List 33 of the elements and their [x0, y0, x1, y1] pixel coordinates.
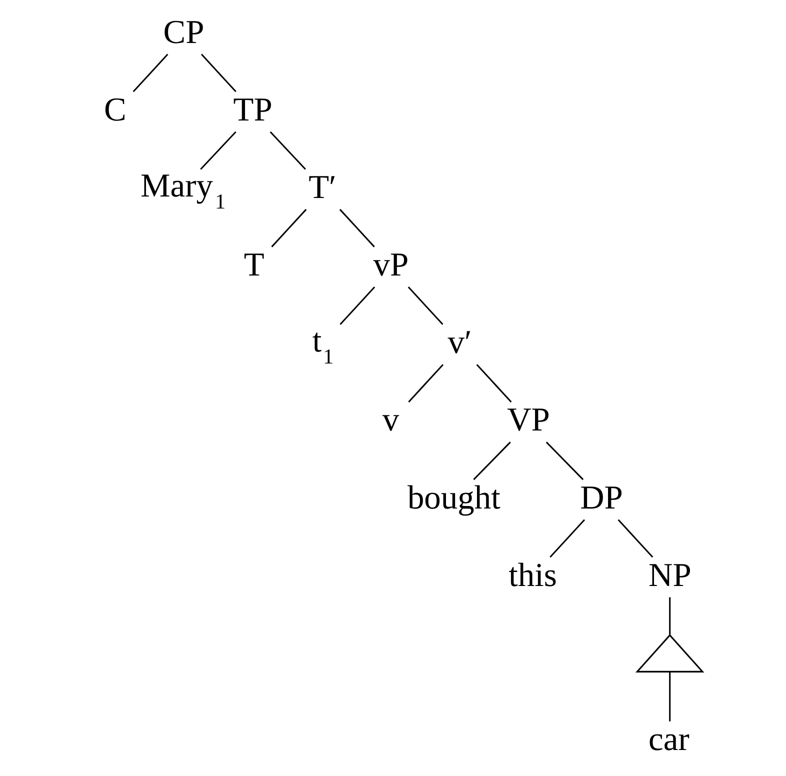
connector	[270, 131, 306, 170]
connector	[339, 208, 375, 248]
node-text: DP	[580, 479, 623, 516]
connector	[473, 442, 511, 480]
connector	[546, 442, 584, 480]
node-text: NP	[648, 556, 692, 594]
node-text: car	[648, 721, 690, 758]
connector	[271, 208, 307, 248]
connector	[618, 519, 654, 558]
node-text: this	[508, 556, 557, 594]
node-text: T	[244, 246, 264, 284]
node-text: bought	[407, 479, 500, 516]
node-text: vP	[373, 246, 409, 284]
connector	[476, 364, 512, 402]
node-text: CP	[163, 14, 204, 51]
connector	[669, 672, 671, 722]
connector	[408, 286, 444, 325]
connector	[132, 54, 168, 92]
node-text: C	[104, 91, 126, 128]
connector	[340, 286, 376, 325]
node-text: T′	[308, 169, 336, 206]
node-text: v	[382, 402, 400, 439]
connector	[669, 597, 671, 635]
connector	[550, 519, 586, 558]
node-text: Mary$_{1}$	[140, 167, 226, 214]
connector	[408, 364, 444, 402]
node-text: VP	[507, 402, 550, 439]
connector	[200, 54, 236, 92]
node-text: t$_{1}$	[312, 322, 334, 369]
connector	[200, 131, 236, 170]
node-triangle	[635, 634, 704, 672]
node-text: v′	[448, 324, 472, 362]
node-text: TP	[233, 91, 272, 128]
